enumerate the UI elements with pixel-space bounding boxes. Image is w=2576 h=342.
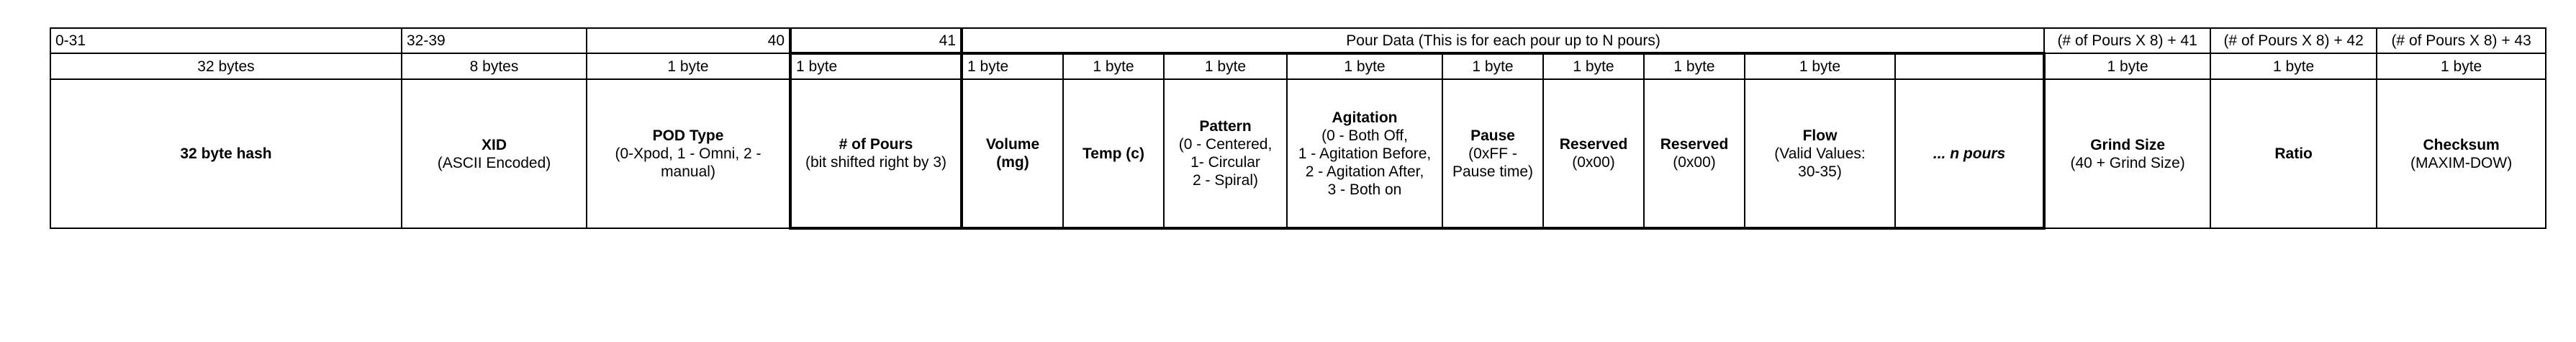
field-agitation-desc-1: (0 - Both Off, [1321, 127, 1408, 144]
field-more-pours-title: ... n pours [1933, 145, 2006, 162]
offset-checksum: (# of Pours X 8) + 43 [2376, 27, 2547, 54]
size-xid: 8 bytes [401, 53, 587, 80]
field-hash-title: 32 byte hash [180, 145, 272, 162]
size-pattern: 1 byte [1163, 52, 1288, 80]
field-agitation: Agitation (0 - Both Off, 1 - Agitation B… [1286, 78, 1443, 230]
field-pattern-desc-1: (0 - Centered, [1178, 136, 1273, 153]
field-num-pours-title: # of Pours [839, 136, 913, 153]
offset-row: 0-31 32-39 40 41 Pour Data (This is for … [50, 27, 2547, 54]
field-pause-desc-2: Pause time) [1452, 163, 1534, 180]
field-pause-title: Pause [1470, 127, 1515, 144]
offset-pour-data: Pour Data (This is for each pour up to N… [960, 27, 2046, 54]
field-temp-title: Temp (c) [1083, 145, 1144, 162]
offset-hash: 0-31 [50, 27, 402, 54]
offset-xid: 32-39 [401, 27, 587, 54]
size-grind-size: 1 byte [2043, 53, 2212, 80]
field-xid-desc: (ASCII Encoded) [437, 154, 551, 171]
size-reserved-2: 1 byte [1643, 52, 1745, 80]
offset-num-pours: 41 [789, 27, 963, 54]
field-reserved-1: Reserved (0x00) [1542, 78, 1645, 230]
field-pattern-desc-2: 1- Circular [1190, 154, 1260, 171]
field-xid-title: XID [481, 136, 507, 153]
field-xid: XID (ASCII Encoded) [401, 78, 587, 229]
size-ratio: 1 byte [2210, 53, 2378, 80]
size-pod-type: 1 byte [586, 53, 791, 80]
field-agitation-desc-3: 2 - Agitation After, [1305, 163, 1424, 180]
size-row: 32 bytes 8 bytes 1 byte 1 byte 1 byte 1 … [50, 52, 2547, 80]
field-checksum-desc: (MAXIM-DOW) [2410, 154, 2513, 171]
byte-layout-table: 0-31 32-39 40 41 Pour Data (This is for … [50, 27, 2547, 230]
size-temp: 1 byte [1062, 52, 1165, 80]
field-grind-size-desc: (40 + Grind Size) [2070, 154, 2185, 171]
field-pattern: Pattern (0 - Centered, 1- Circular 2 - S… [1163, 78, 1288, 230]
field-pod-type-desc-1: (0-Xpod, 1 - Omni, 2 - [615, 145, 761, 162]
field-agitation-desc-4: 3 - Both on [1327, 181, 1402, 198]
field-num-pours-desc: (bit shifted right by 3) [805, 154, 947, 171]
field-reserved-2: Reserved (0x00) [1643, 78, 1745, 230]
field-agitation-desc-2: 1 - Agitation Before, [1298, 145, 1432, 162]
field-flow-title: Flow [1802, 127, 1838, 144]
field-flow-desc-1: (Valid Values: [1774, 145, 1866, 162]
field-reserved-1-desc: (0x00) [1572, 154, 1615, 171]
size-more [1894, 52, 2046, 80]
field-volume-title-2: (mg) [996, 154, 1029, 171]
size-num-pours: 1 byte [789, 52, 963, 80]
field-volume: Volume (mg) [961, 78, 1064, 230]
field-ratio: Ratio [2210, 78, 2378, 229]
field-reserved-2-title: Reserved [1660, 136, 1729, 153]
field-pod-type-title: POD Type [652, 127, 724, 144]
size-volume: 1 byte [961, 52, 1064, 80]
field-grind-size-title: Grind Size [2090, 136, 2166, 153]
field-checksum-title: Checksum [2423, 136, 2500, 153]
field-agitation-title: Agitation [1332, 109, 1398, 126]
field-hash: 32 byte hash [50, 78, 402, 229]
size-pause: 1 byte [1442, 52, 1544, 80]
field-flow-desc-2: 30-35) [1798, 163, 1842, 180]
offset-ratio: (# of Pours X 8) + 42 [2210, 27, 2378, 54]
field-pause: Pause (0xFF - Pause time) [1442, 78, 1544, 230]
field-pattern-desc-3: 2 - Spiral) [1192, 172, 1259, 189]
offset-pod-type: 40 [586, 27, 791, 54]
offset-grind-size: (# of Pours X 8) + 41 [2043, 27, 2212, 54]
field-volume-title-1: Volume [985, 136, 1040, 153]
field-pod-type-desc-2: manual) [661, 163, 715, 180]
field-more-pours: ... n pours [1894, 78, 2046, 230]
size-hash: 32 bytes [50, 53, 402, 80]
size-reserved-1: 1 byte [1542, 52, 1645, 80]
field-checksum: Checksum (MAXIM-DOW) [2376, 78, 2547, 229]
field-flow: Flow (Valid Values: 30-35) [1744, 78, 1896, 230]
size-flow: 1 byte [1744, 52, 1896, 80]
field-reserved-2-desc: (0x00) [1673, 154, 1716, 171]
field-temp: Temp (c) [1062, 78, 1165, 230]
field-ratio-title: Ratio [2274, 145, 2313, 162]
field-num-pours: # of Pours (bit shifted right by 3) [789, 78, 963, 230]
field-grind-size: Grind Size (40 + Grind Size) [2043, 78, 2212, 229]
size-agitation: 1 byte [1286, 52, 1443, 80]
field-pod-type: POD Type (0-Xpod, 1 - Omni, 2 - manual) [586, 78, 791, 229]
field-pause-desc-1: (0xFF - [1468, 145, 1517, 162]
field-pattern-title: Pattern [1199, 118, 1252, 135]
size-checksum: 1 byte [2376, 53, 2547, 80]
field-row: 32 byte hash XID (ASCII Encoded) POD Typ… [50, 78, 2547, 230]
field-reserved-1-title: Reserved [1559, 136, 1628, 153]
